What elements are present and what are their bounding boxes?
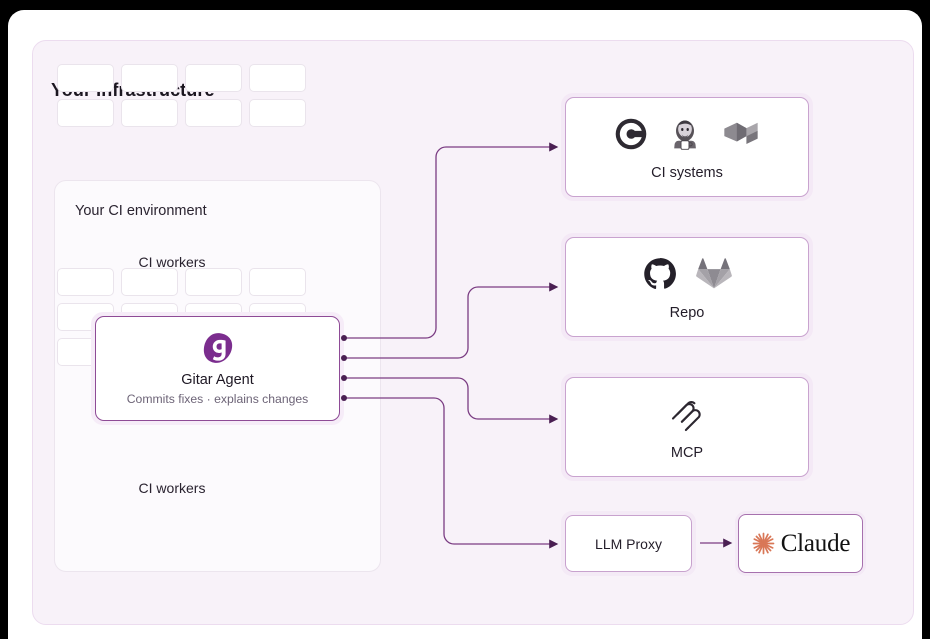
ci-worker-cell (249, 64, 306, 92)
ci-worker-cell (57, 99, 114, 127)
gitlab-icon (696, 258, 732, 289)
gitar-logo-icon (203, 333, 232, 363)
ci-environment-title: Your CI environment (75, 203, 207, 219)
service-label-ci-systems: CI systems (651, 165, 723, 181)
ci-worker-cell (57, 268, 114, 296)
claude-label: Claude (780, 529, 851, 557)
service-box-mcp[interactable]: MCP (561, 373, 813, 481)
claude-box[interactable]: Claude (735, 511, 866, 576)
jenkins-icon (674, 120, 696, 150)
ci-worker-cell (57, 64, 114, 92)
ci-worker-cell (121, 268, 178, 296)
circleci-icon (615, 118, 647, 150)
gitar-agent-card[interactable]: Gitar Agent Commits fixes · explains cha… (91, 312, 344, 425)
ci-worker-cell (249, 99, 306, 127)
github-icon (644, 257, 676, 289)
service-label-mcp: MCP (670, 445, 704, 461)
gitar-agent-subtitle: Commits fixes · explains changes (126, 392, 309, 406)
llm-proxy-box[interactable]: LLM Proxy (561, 511, 696, 576)
ci-worker-cell (185, 268, 242, 296)
gitar-agent-name: Gitar Agent (181, 372, 254, 388)
outer-card: Your Infrastructure Your CI environment … (8, 10, 922, 639)
ci-worker-cell (185, 99, 242, 127)
ci-worker-cell (185, 64, 242, 92)
ci-worker-cell (121, 99, 178, 127)
service-label-repo: Repo (669, 305, 705, 321)
service-box-repo[interactable]: Repo (561, 233, 813, 341)
mcp-icon (671, 401, 701, 432)
buildkite-icon (724, 122, 758, 144)
ci-worker-cell (249, 268, 306, 296)
ci-workers-grid-top (57, 64, 306, 127)
llm-proxy-label: LLM Proxy (565, 515, 692, 572)
claude-starburst-icon (752, 532, 775, 555)
ci-worker-cell (121, 64, 178, 92)
service-box-ci-systems[interactable]: CI systems (561, 93, 813, 201)
